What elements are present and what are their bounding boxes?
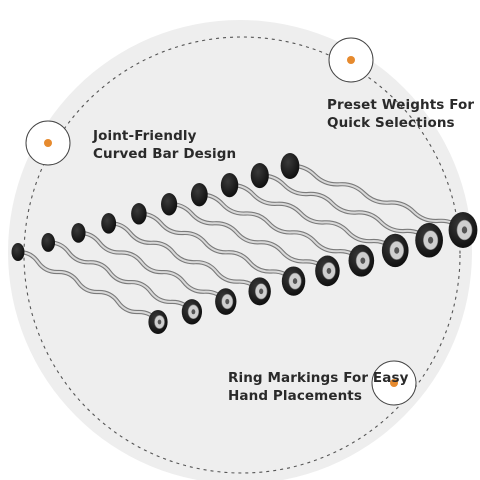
callout-ring-line-1: Ring Markings For Easy [228,370,409,386]
barbell [280,153,478,248]
weight-plate [148,310,168,334]
barbell [250,163,443,258]
barbell [131,203,306,296]
callout-marker-ring [371,360,417,406]
callout-ring-markings: Ring Markings For Easy Hand Placements [228,369,409,405]
weight-plate [215,288,237,315]
weight-plate [131,203,147,225]
background-circle [8,20,472,480]
weight-plate [181,299,203,325]
weight-plate [250,163,269,189]
barbell [220,173,409,268]
barbell [41,233,203,325]
weight-plate [248,277,271,306]
weight-plate [190,183,208,207]
callout-preset-weights: Preset Weights For Quick Selections [327,96,474,132]
weight-plate [280,153,300,179]
barbell [161,193,340,287]
callout-preset-line-2: Quick Selections [327,115,455,131]
weight-plate [101,213,117,234]
weight-plate [448,212,478,248]
weight-plate [41,233,56,252]
callout-joint-line-1: Joint-Friendly [93,128,197,144]
weight-plate [281,266,306,296]
callout-joint-line-2: Curved Bar Design [93,146,237,162]
barbell [71,223,237,315]
callout-marker-joint [25,120,71,166]
callout-ring-line-2: Hand Placements [228,388,362,404]
barbell [11,243,168,334]
weight-plate [415,222,443,258]
weight-plate [11,243,25,261]
barbell-set [11,153,478,334]
weight-plate [161,193,178,216]
weight-plate [315,255,340,287]
weight-plate [220,173,239,198]
weight-plate [71,223,86,243]
dashed-orbit [23,36,461,474]
weight-plate [348,244,375,277]
barbell [101,213,271,306]
callout-joint-friendly: Joint-Friendly Curved Bar Design [93,127,236,163]
callout-marker-preset [328,37,374,83]
barbell [190,183,375,277]
weight-plate [381,233,409,268]
callout-preset-line-1: Preset Weights For [327,97,475,113]
